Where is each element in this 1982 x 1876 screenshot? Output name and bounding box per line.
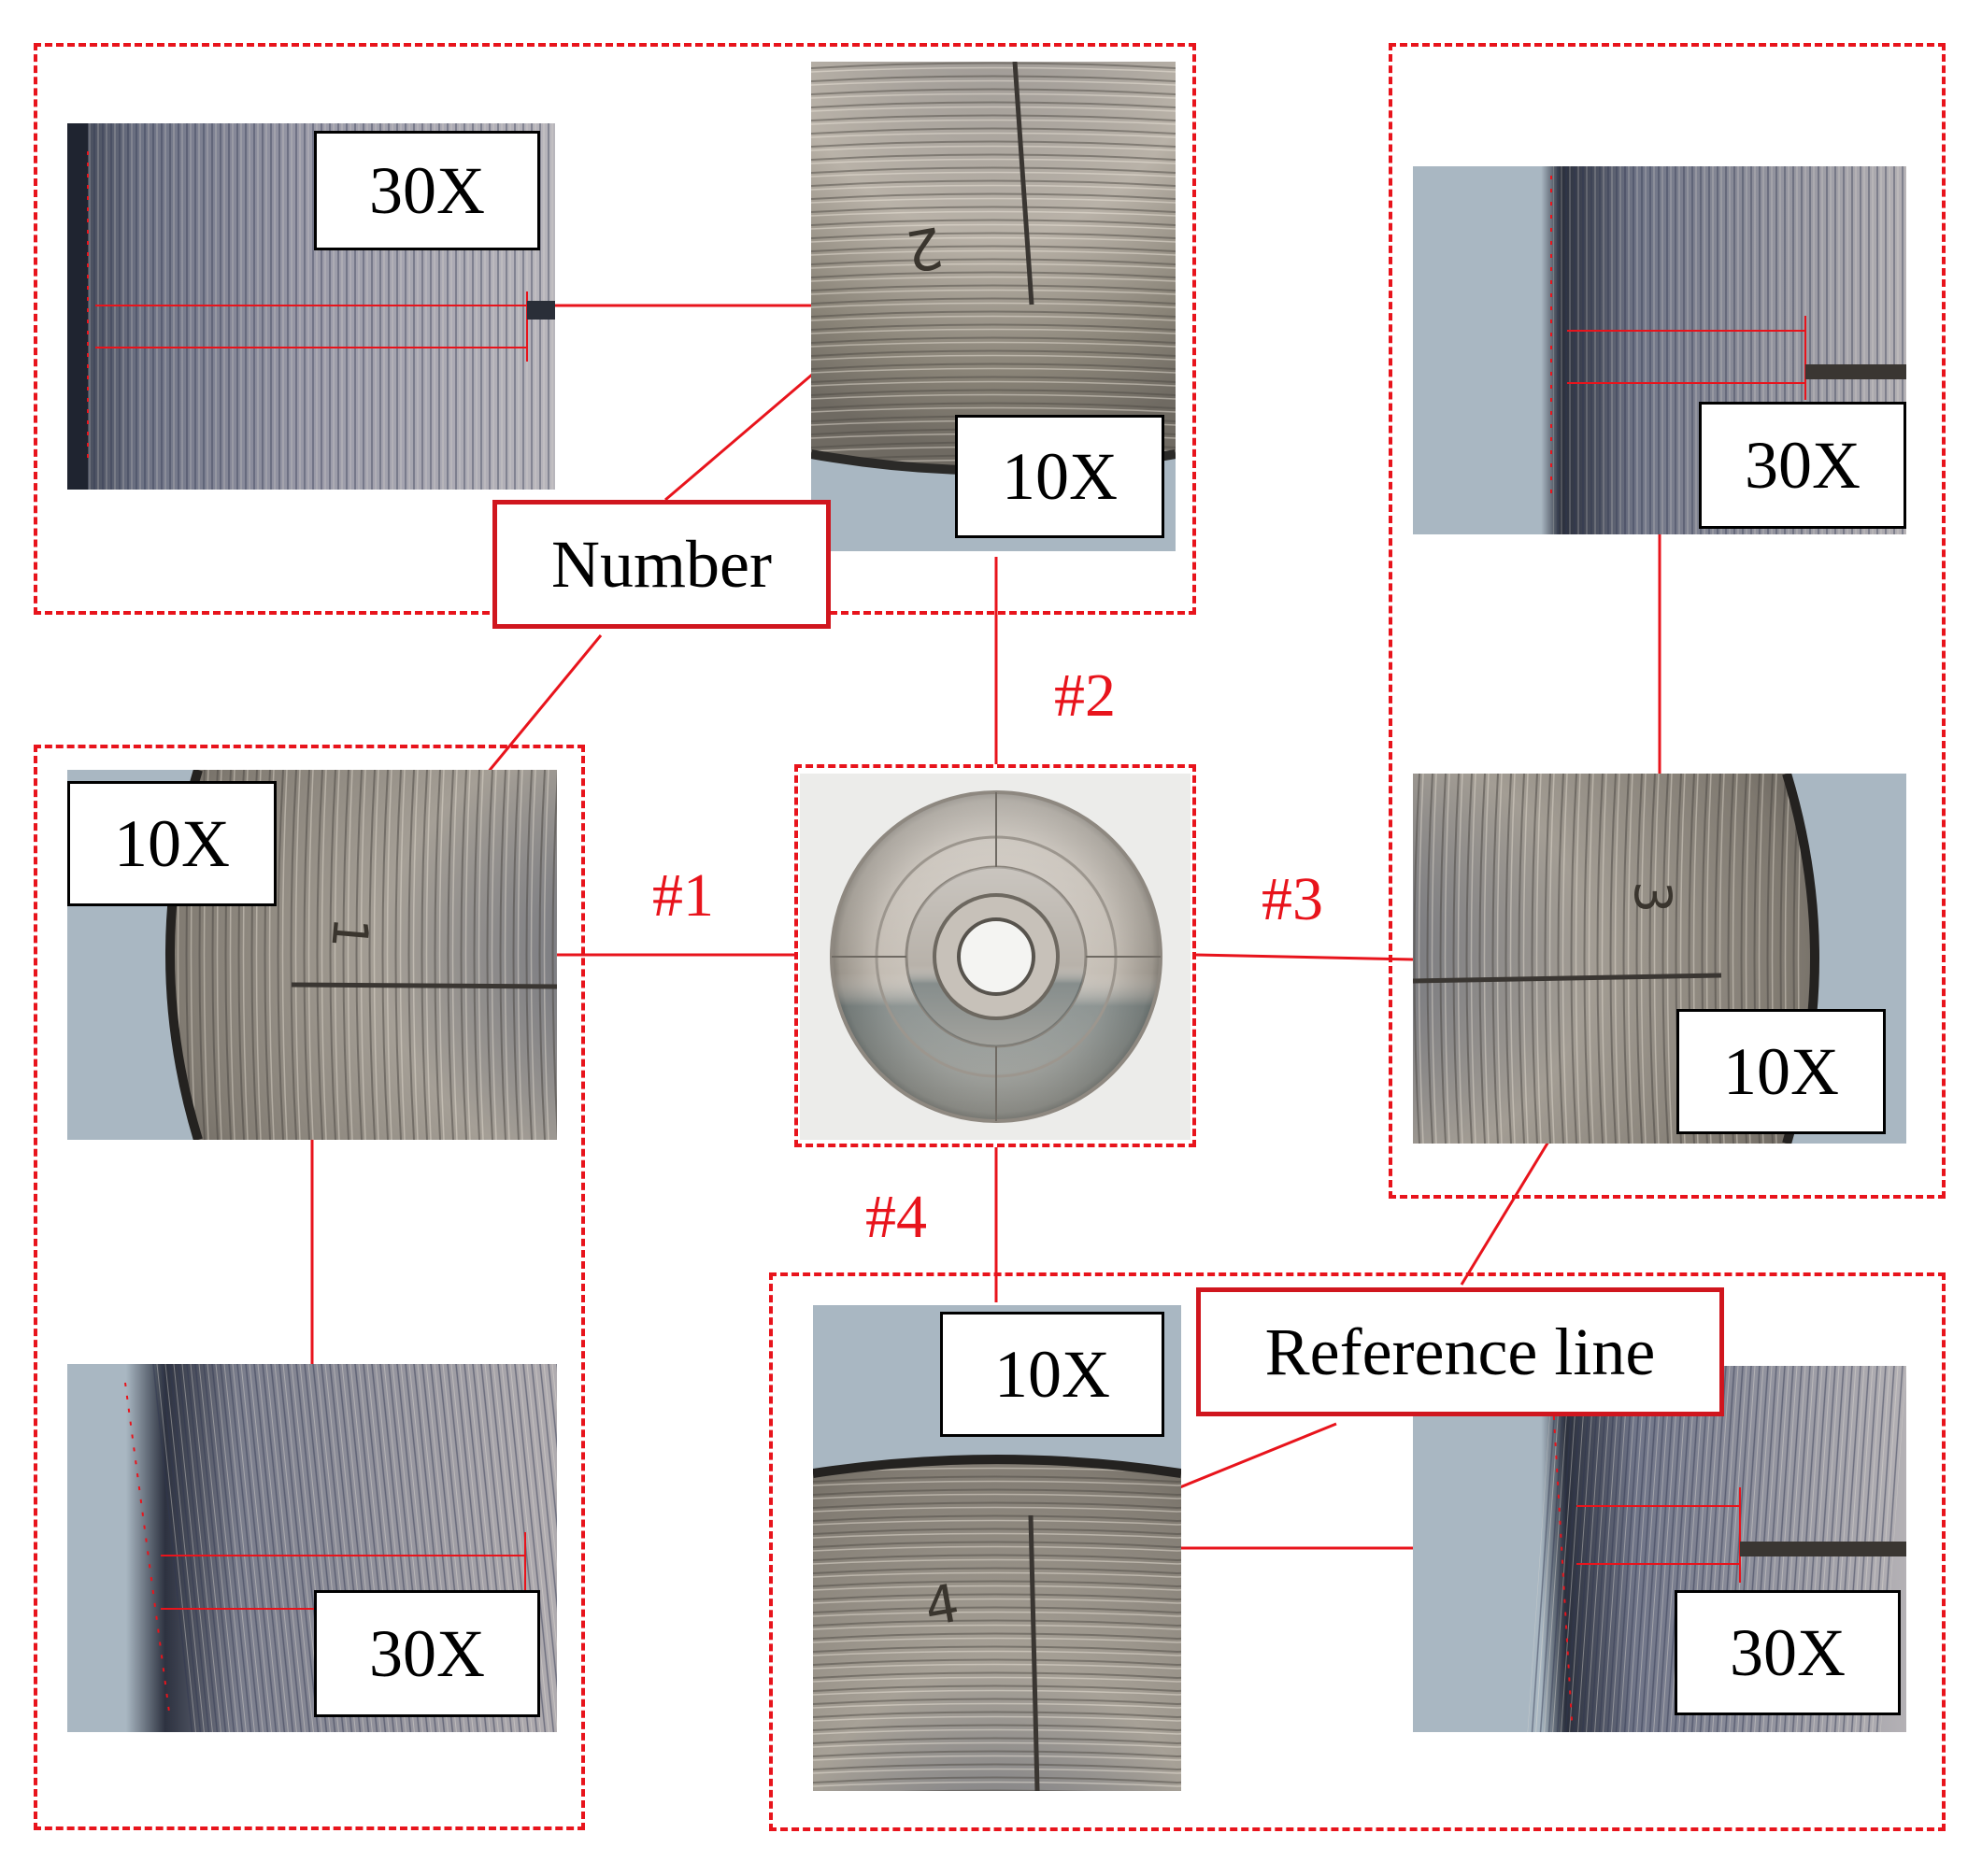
position-label-1: #1	[652, 861, 714, 930]
connector-center-to-group3	[1195, 953, 1414, 961]
svg-text:3: 3	[1623, 881, 1682, 913]
mag-label-position2-10x: 10X	[955, 415, 1164, 538]
callout-number: Number	[492, 500, 831, 629]
mag-label-position2-30x: 30X	[314, 131, 540, 250]
mag-label-position1-10x: 10X	[67, 781, 277, 906]
position-label-3: #3	[1262, 865, 1323, 933]
callout-reference-line: Reference line	[1196, 1287, 1724, 1416]
mag-label-position1-30x: 30X	[314, 1590, 540, 1717]
group-box-center-specimen	[794, 764, 1196, 1147]
position-label-2: #2	[1054, 661, 1116, 730]
group-box-position-4	[769, 1272, 1946, 1831]
specimen-photo-center	[800, 774, 1191, 1140]
position-label-4: #4	[865, 1183, 927, 1251]
mag-label-position3-30x: 30X	[1699, 402, 1906, 529]
mag-label-position4-10x: 10X	[940, 1312, 1164, 1437]
svg-text:1: 1	[320, 916, 378, 951]
micrograph-position2-30x	[67, 123, 555, 490]
group-box-position-1	[34, 745, 585, 1830]
group-box-position-3	[1389, 43, 1946, 1199]
mag-label-position3-10x: 10X	[1676, 1009, 1886, 1134]
mag-label-position4-30x: 30X	[1675, 1590, 1901, 1715]
